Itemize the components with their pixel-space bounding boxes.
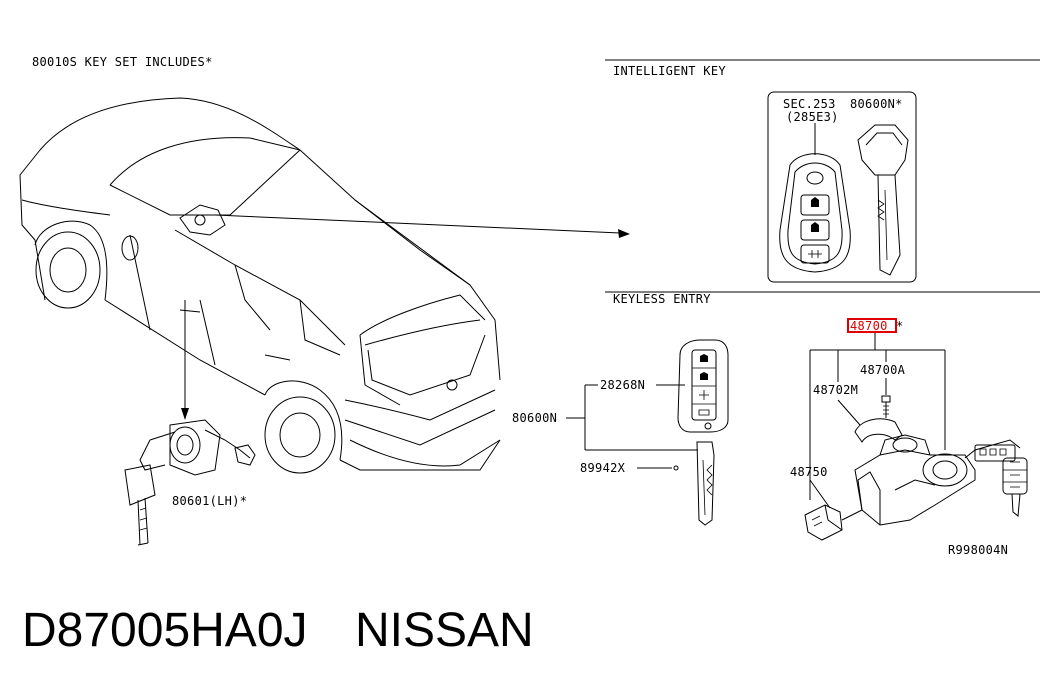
key-set-label: 80010S KEY SET INCLUDES* [32,55,213,69]
keyless-remote-fob [677,339,729,433]
intelligent-key-section-label: INTELLIGENT KEY [613,64,726,78]
part-48700-highlight [847,318,897,333]
part-48750-label: 48750 [790,465,828,479]
sec-ref-label: SEC.253 [783,97,836,111]
intelligent-key-part-label: 80600N* [850,97,903,111]
door-lock-cylinder [139,419,256,476]
emergency-key [857,124,909,276]
sec-ref-sub-label: (285E3) [786,110,839,124]
wire-harness-connector [964,439,1021,462]
vehicle-outline [19,97,501,474]
clamp-bracket [854,418,903,443]
keyless-leader-lines [566,384,698,471]
ignition-key-fob [1002,457,1028,517]
intelligent-key-callout-arrow [214,214,630,238]
steering-lock-body [854,434,976,526]
brand-caption: NISSAN [355,604,534,657]
part-80601-label: 80601(LH)* [172,494,247,508]
keyless-entry-section-label: KEYLESS ENTRY [613,292,711,306]
part-48702m-label: 48702M [813,383,858,397]
part-48700-star: * [896,319,904,333]
intelligent-key-frame [767,91,917,283]
mechanical-key [124,464,156,546]
part-28268n-label: 28268N [600,378,645,392]
ignition-connector [804,504,863,541]
ignition-leader-lines [809,333,946,509]
door-lock-callout-arrow [181,300,189,420]
keyless-blade-key [696,441,715,526]
part-48700-label: 48700 [850,319,888,333]
part-89942x-label: 89942X [580,461,626,475]
shear-bolt [881,395,891,418]
part-80600n-label: 80600N [512,411,557,425]
intelligent-key-fob [779,153,851,273]
part-number-caption: D87005HA0J [22,604,308,657]
reference-code-label: R998004N [948,543,1008,557]
part-48700a-label: 48700A [860,363,906,377]
